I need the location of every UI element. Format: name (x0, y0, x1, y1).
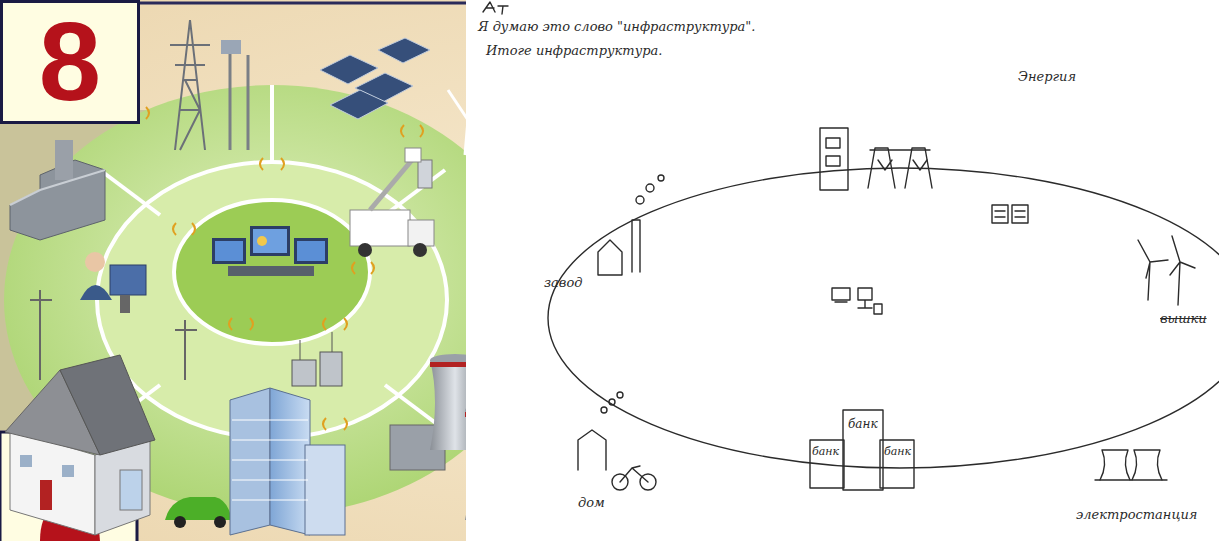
sketch-label: Энергия (1018, 70, 1076, 84)
slide-number: 8 (0, 0, 140, 124)
handwritten-note: Я думаю это слово "инфраструктура". (478, 20, 755, 34)
sketch-label: банк (884, 446, 911, 458)
sketch-label: электростанция (1076, 508, 1197, 522)
sketch-label: дом (578, 496, 605, 510)
sketch-label: банк (812, 446, 839, 458)
sketch-label: вышки (1160, 312, 1207, 326)
handwritten-note: Итоге инфраструктура. (486, 44, 662, 58)
number-text: 8 (39, 6, 101, 118)
sketch-label: завод (544, 276, 582, 290)
sketch-label: банк (848, 418, 878, 431)
